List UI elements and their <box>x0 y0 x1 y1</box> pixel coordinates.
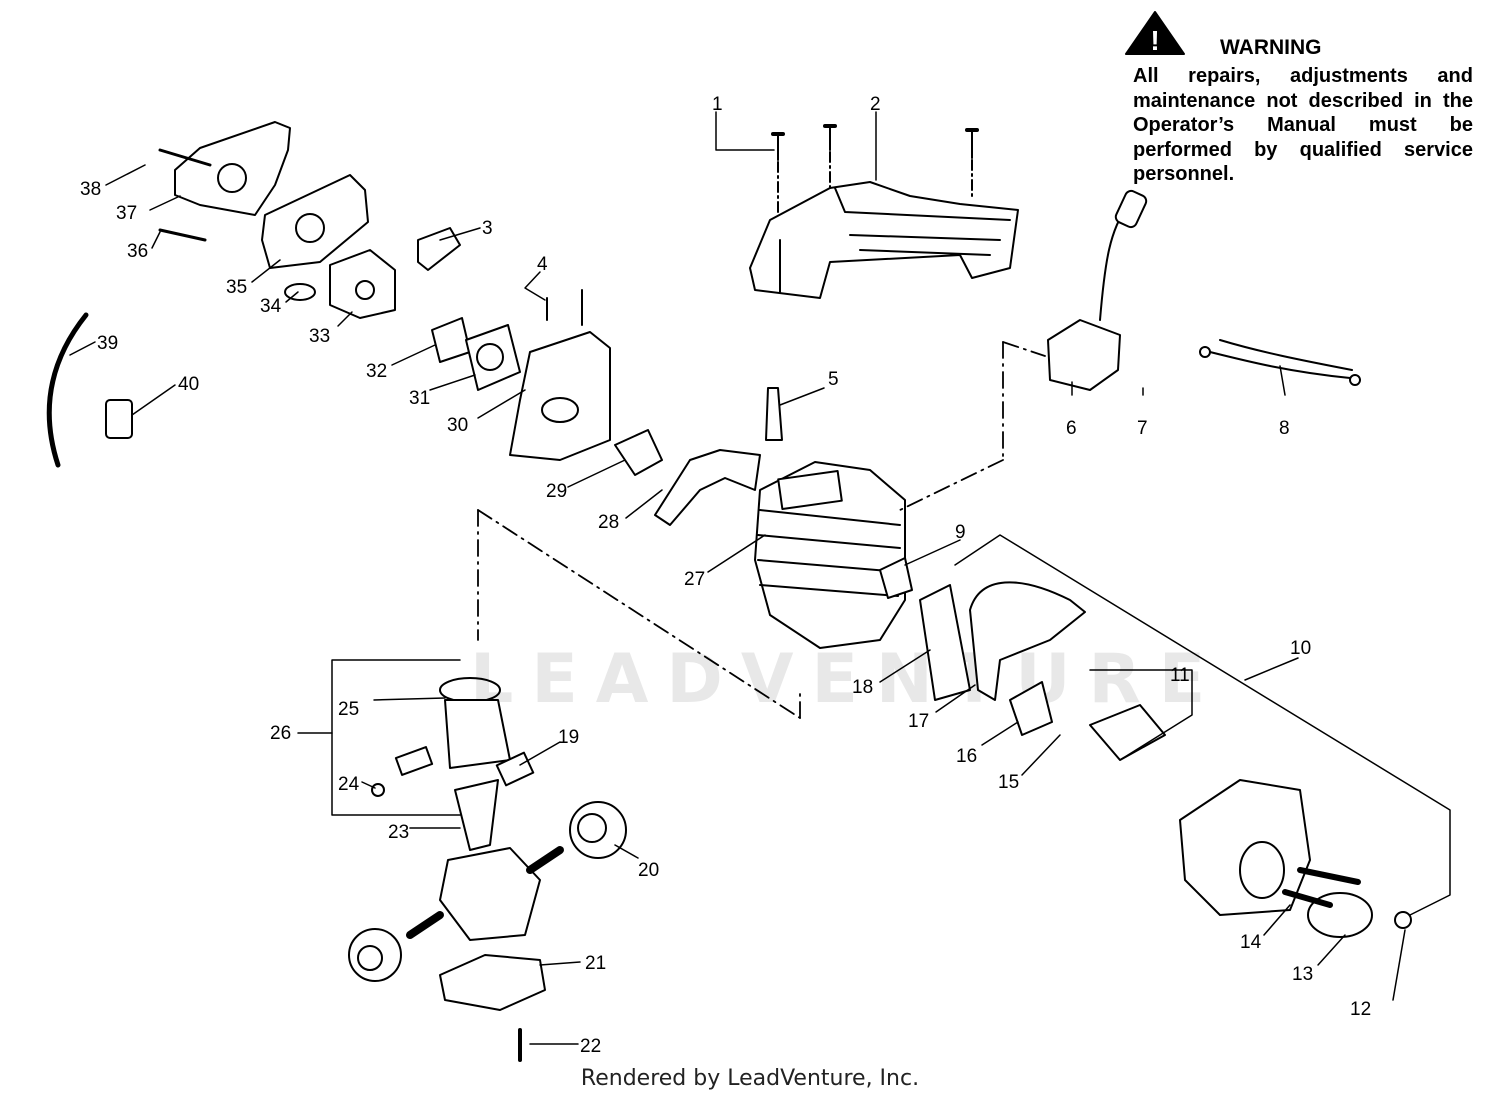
callout-30: 30 <box>447 415 468 436</box>
part-crankshaft <box>406 779 564 941</box>
screw-1 <box>771 124 979 216</box>
callout-16: 16 <box>956 746 977 767</box>
callout-40: 40 <box>178 374 199 395</box>
callout-27: 27 <box>684 569 705 590</box>
callout-26: 26 <box>270 723 291 744</box>
footer-credit: Rendered by LeadVenture, Inc. <box>580 1066 920 1091</box>
part-filter-cover <box>174 121 291 216</box>
callout-39: 39 <box>97 333 118 354</box>
callout-15: 15 <box>998 772 1019 793</box>
callout-8: 8 <box>1279 418 1290 439</box>
callout-7: 7 <box>1137 418 1148 439</box>
callout-23: 23 <box>388 822 409 843</box>
callout-34: 34 <box>260 296 282 317</box>
callout-labels: 1 2 3 4 5 6 7 8 9 10 11 12 13 14 15 16 1… <box>80 94 1371 1057</box>
callout-17: 17 <box>908 711 929 732</box>
warning-title: WARNING <box>1220 36 1322 59</box>
part-carburetor <box>329 249 396 319</box>
part-muffler <box>1179 779 1311 916</box>
part-ignition <box>1047 189 1148 391</box>
callout-12: 12 <box>1350 999 1371 1020</box>
callout-18: 18 <box>852 677 873 698</box>
callout-3: 3 <box>482 218 493 239</box>
part-top-cover <box>749 181 1019 299</box>
callout-13: 13 <box>1292 964 1313 985</box>
callout-10: 10 <box>1290 638 1311 659</box>
callout-21: 21 <box>585 953 606 974</box>
callout-6: 6 <box>1066 418 1077 439</box>
part-filter-plate <box>261 174 369 269</box>
callout-1: 1 <box>712 94 723 115</box>
callout-29: 29 <box>546 481 567 502</box>
callout-24: 24 <box>338 774 360 795</box>
callout-38: 38 <box>80 179 101 200</box>
callout-2: 2 <box>870 94 881 115</box>
callout-5: 5 <box>828 369 839 390</box>
callout-14: 14 <box>1240 932 1262 953</box>
callout-28: 28 <box>598 512 619 533</box>
warning-text: All repairs, adjustments and maintenance… <box>1133 65 1473 186</box>
callout-33: 33 <box>309 326 330 347</box>
callout-20: 20 <box>638 860 659 881</box>
callout-35: 35 <box>226 277 247 298</box>
callout-9: 9 <box>955 522 966 543</box>
callout-37: 37 <box>116 203 137 224</box>
callout-32: 32 <box>366 361 387 382</box>
callout-36: 36 <box>127 241 148 262</box>
callout-19: 19 <box>558 727 579 748</box>
part-cylinder <box>754 461 906 649</box>
watermark: LEADVENTURE <box>470 640 1224 719</box>
callout-25: 25 <box>338 699 359 720</box>
part-intake <box>509 331 611 461</box>
callout-22: 22 <box>580 1036 601 1057</box>
callout-11: 11 <box>1170 665 1190 686</box>
callout-31: 31 <box>409 388 430 409</box>
warning-icon: ! <box>1125 11 1185 56</box>
callout-4: 4 <box>537 254 548 275</box>
svg-text:!: ! <box>1150 25 1159 56</box>
